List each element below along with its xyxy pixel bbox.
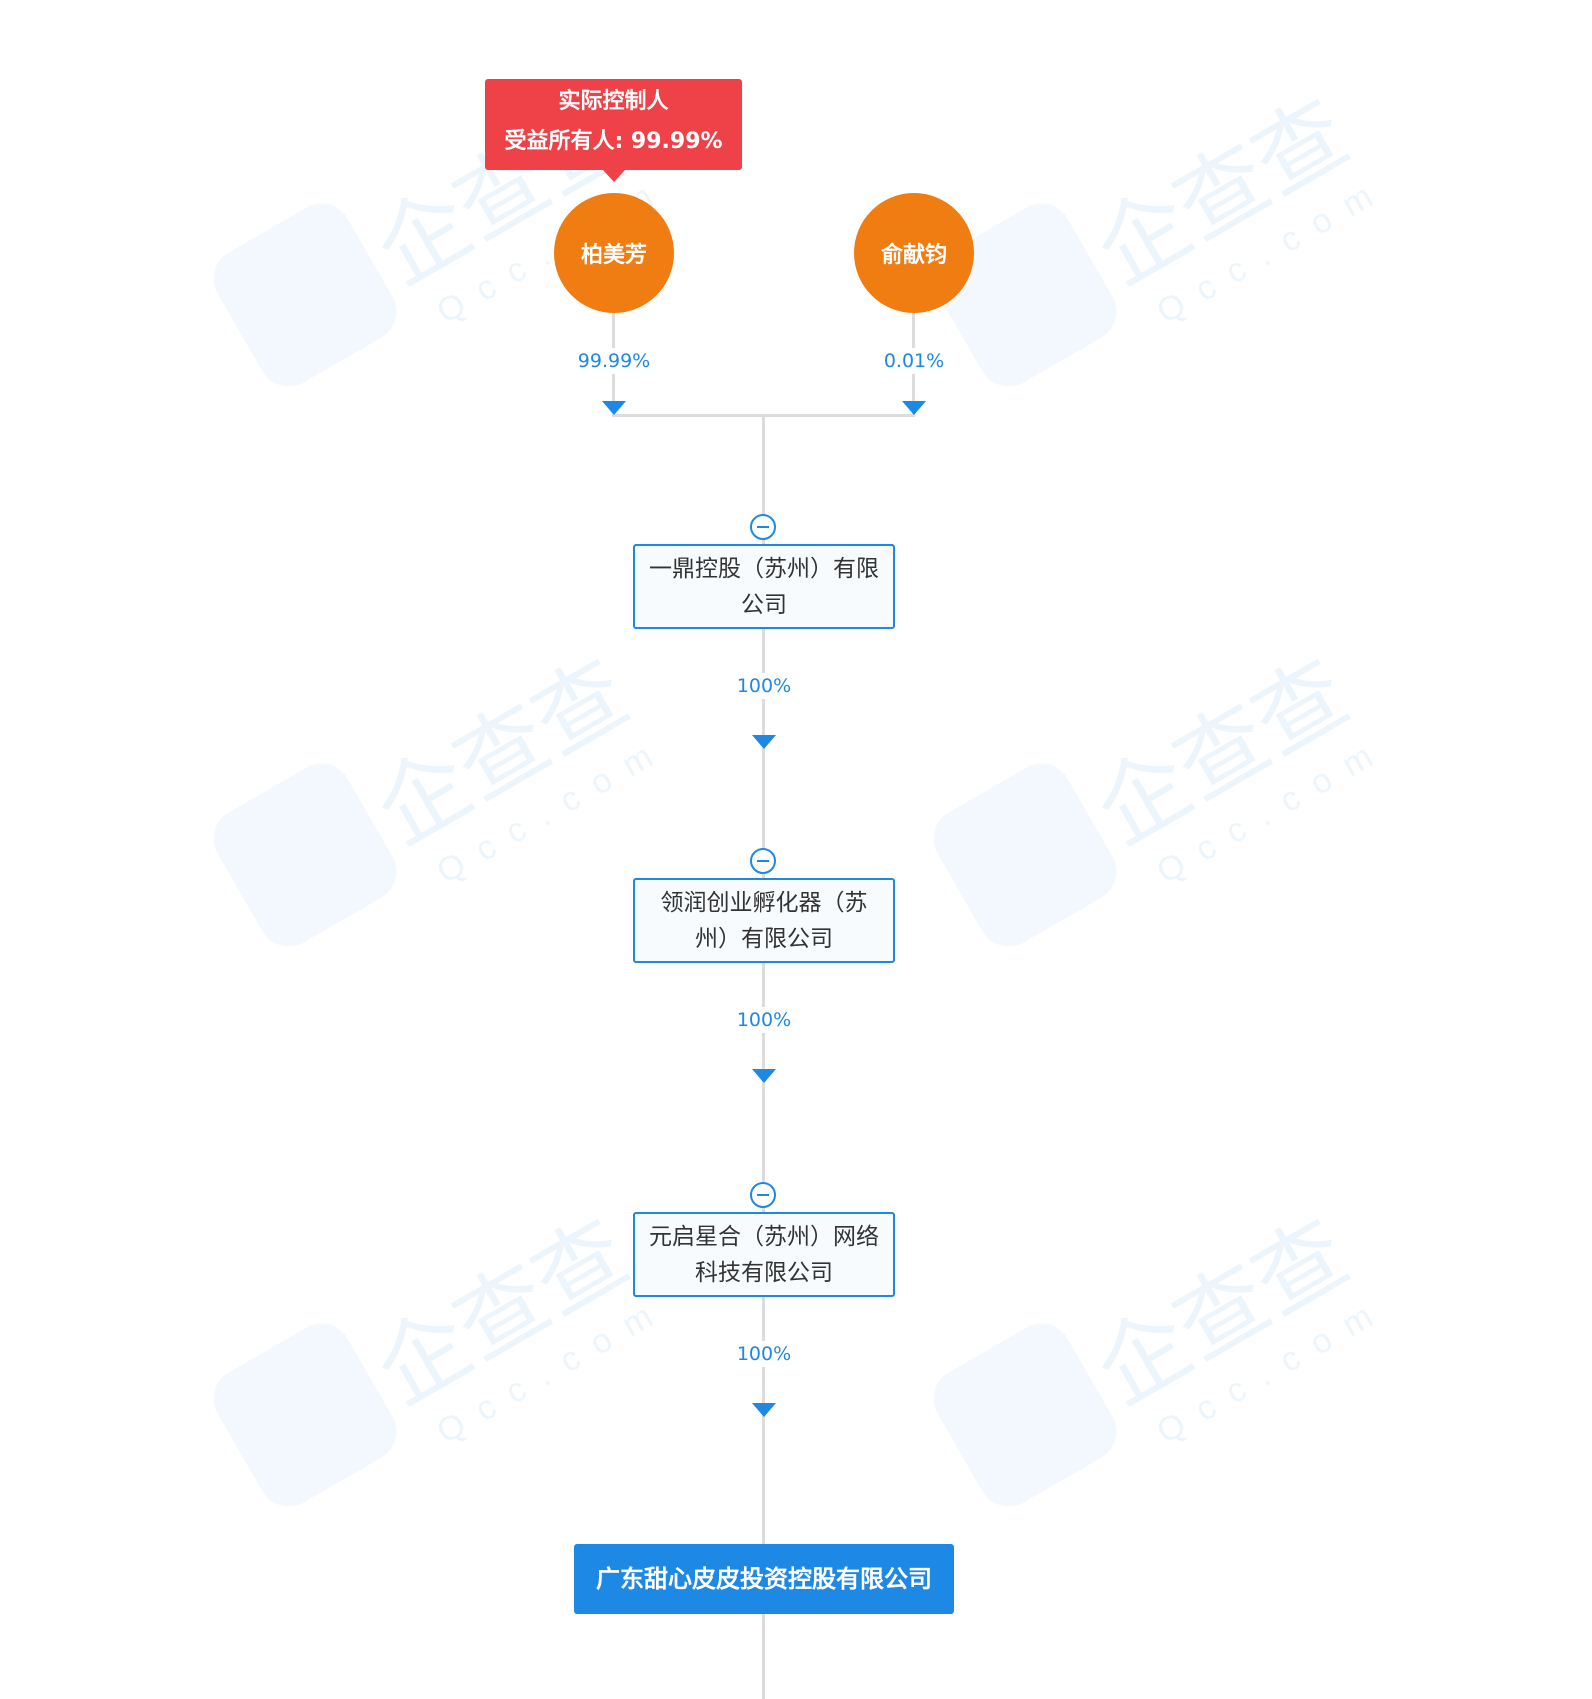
shareholding-percent: 100%: [732, 673, 796, 699]
watermark: 企查查 Qcc.com: [920, 70, 1400, 400]
watermark: 企查查 Qcc.com: [200, 630, 680, 960]
shareholder-node[interactable]: 柏美芳: [554, 193, 674, 313]
watermark-text: 企查查: [1081, 642, 1365, 864]
shareholding-percent: 100%: [732, 1341, 796, 1367]
watermark: 企查查 Qcc.com: [920, 630, 1400, 960]
collapse-toggle-icon[interactable]: [750, 514, 776, 540]
shareholder-node[interactable]: 俞献钧: [854, 193, 974, 313]
company-node[interactable]: 领润创业孵化器（苏州）有限公司: [633, 878, 895, 963]
company-node[interactable]: 元启星合（苏州）网络科技有限公司: [633, 1212, 895, 1297]
badge-title: 实际控制人: [558, 89, 669, 114]
connector-line: [762, 414, 765, 1699]
watermark-domain: Qcc.com: [430, 728, 674, 891]
watermark-text: 企查查: [1081, 1202, 1365, 1424]
company-node[interactable]: 一鼎控股（苏州）有限公司: [633, 544, 895, 629]
shareholding-percent: 0.01%: [879, 348, 949, 374]
watermark-text: 企查查: [361, 1202, 645, 1424]
watermark-domain: Qcc.com: [1150, 728, 1394, 891]
watermark-text: 企查查: [361, 642, 645, 864]
watermark: 企查查 Qcc.com: [920, 1190, 1400, 1520]
watermark-domain: Qcc.com: [430, 1288, 674, 1451]
arrow-down-icon: [602, 401, 626, 415]
collapse-toggle-icon[interactable]: [750, 1182, 776, 1208]
arrow-down-icon: [902, 401, 926, 415]
collapse-toggle-icon[interactable]: [750, 848, 776, 874]
arrow-down-icon: [752, 735, 776, 749]
arrow-down-icon: [752, 1403, 776, 1417]
watermark-domain: Qcc.com: [1150, 1288, 1394, 1451]
watermark-domain: Qcc.com: [1150, 168, 1394, 331]
watermark-text: 企查查: [1081, 82, 1365, 304]
target-company-node[interactable]: 广东甜心皮皮投资控股有限公司: [574, 1544, 954, 1614]
watermark: 企查查 Qcc.com: [200, 1190, 680, 1520]
shareholding-percent: 100%: [732, 1007, 796, 1033]
shareholding-percent: 99.99%: [573, 348, 655, 374]
arrow-down-icon: [752, 1069, 776, 1083]
badge-subtitle: 受益所有人: 99.99%: [504, 129, 723, 154]
actual-controller-badge: 实际控制人 受益所有人: 99.99%: [485, 79, 742, 182]
